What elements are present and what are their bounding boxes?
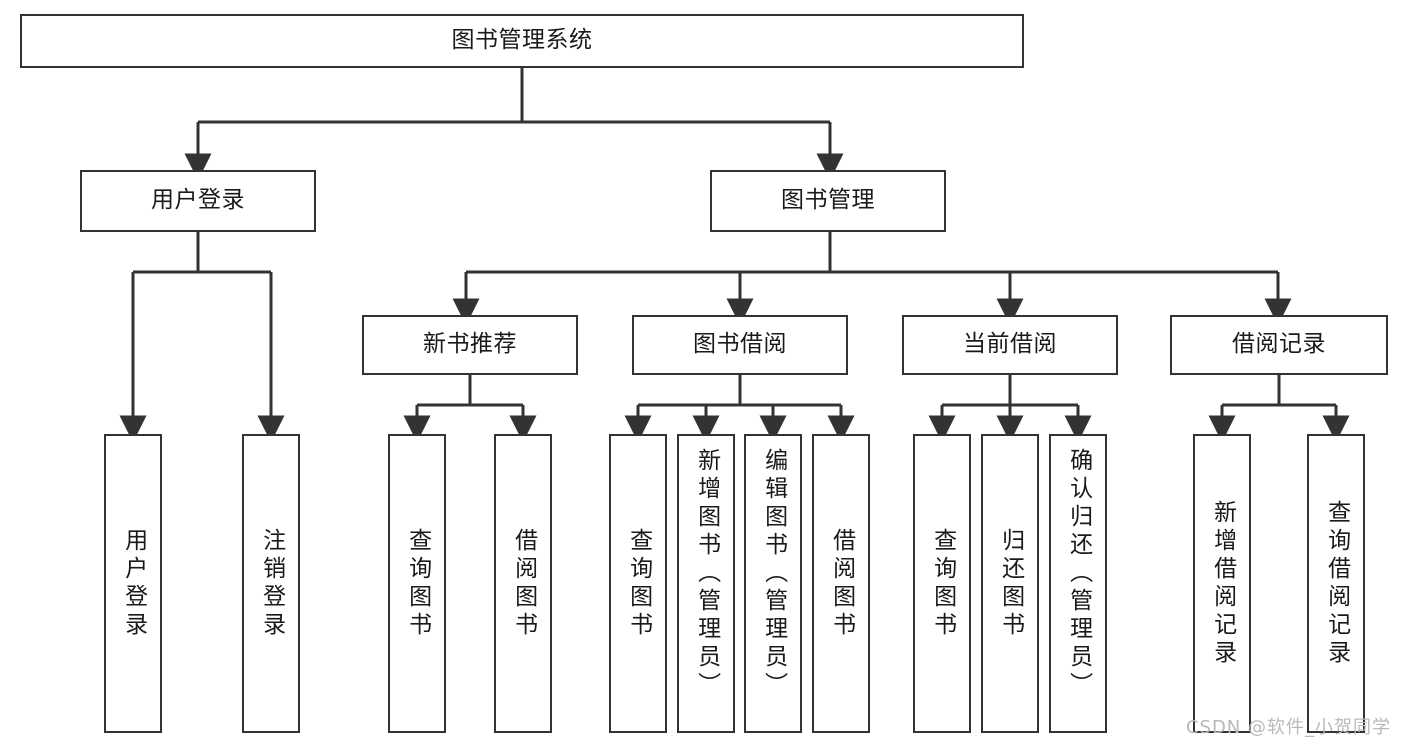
leaf-recommend-query-book[interactable]: 查询图书: [388, 434, 446, 733]
leaf-current-confirm-return-admin[interactable]: 确认归还（管理员）: [1049, 434, 1107, 733]
leaf-records-query-record[interactable]: 查询借阅记录: [1307, 434, 1365, 733]
leaf-borrow-add-book-admin[interactable]: 新增图书（管理员）: [677, 434, 735, 733]
leaf-records-add-record[interactable]: 新增借阅记录: [1193, 434, 1251, 733]
node-label: 用户登录: [151, 187, 245, 214]
node-label: 查询图书: [404, 527, 431, 640]
node-label: 新增借阅记录: [1209, 499, 1236, 668]
leaf-user-login-login[interactable]: 用户登录: [104, 434, 162, 733]
node-label: 新增图书（管理员）: [693, 448, 720, 700]
node-label: 图书管理系统: [451, 27, 593, 54]
node-label: 当前借阅: [963, 331, 1057, 358]
leaf-user-login-logout[interactable]: 注销登录: [242, 434, 300, 733]
csdn-watermark: CSDN @软件_小贺同学: [1185, 717, 1391, 738]
node-borrow-records[interactable]: 借阅记录: [1170, 315, 1388, 375]
leaf-recommend-borrow-book[interactable]: 借阅图书: [494, 434, 552, 733]
node-label: 确认归还（管理员）: [1065, 448, 1092, 700]
leaf-borrow-edit-book-admin[interactable]: 编辑图书（管理员）: [744, 434, 802, 733]
node-current-borrow[interactable]: 当前借阅: [902, 315, 1118, 375]
node-book-borrow[interactable]: 图书借阅: [632, 315, 848, 375]
leaf-current-query-book[interactable]: 查询图书: [913, 434, 971, 733]
node-label: 编辑图书（管理员）: [760, 448, 787, 700]
node-root-system[interactable]: 图书管理系统: [20, 14, 1024, 68]
node-label: 图书借阅: [693, 331, 787, 358]
leaf-borrow-borrow-book[interactable]: 借阅图书: [812, 434, 870, 733]
node-label: 借阅图书: [828, 527, 855, 640]
node-label: 注销登录: [258, 527, 285, 640]
node-user-login[interactable]: 用户登录: [80, 170, 316, 232]
node-new-book-recommend[interactable]: 新书推荐: [362, 315, 578, 375]
node-label: 借阅图书: [510, 527, 537, 640]
node-label: 新书推荐: [423, 331, 517, 358]
leaf-current-return-book[interactable]: 归还图书: [981, 434, 1039, 733]
leaf-borrow-query-book[interactable]: 查询图书: [609, 434, 667, 733]
node-label: 图书管理: [781, 187, 875, 214]
node-label: 查询图书: [929, 527, 956, 640]
node-label: 查询图书: [625, 527, 652, 640]
node-label: 借阅记录: [1232, 331, 1326, 358]
node-label: 查询借阅记录: [1323, 499, 1350, 668]
node-label: 用户登录: [120, 527, 147, 640]
node-book-management[interactable]: 图书管理: [710, 170, 946, 232]
node-label: 归还图书: [997, 527, 1024, 640]
